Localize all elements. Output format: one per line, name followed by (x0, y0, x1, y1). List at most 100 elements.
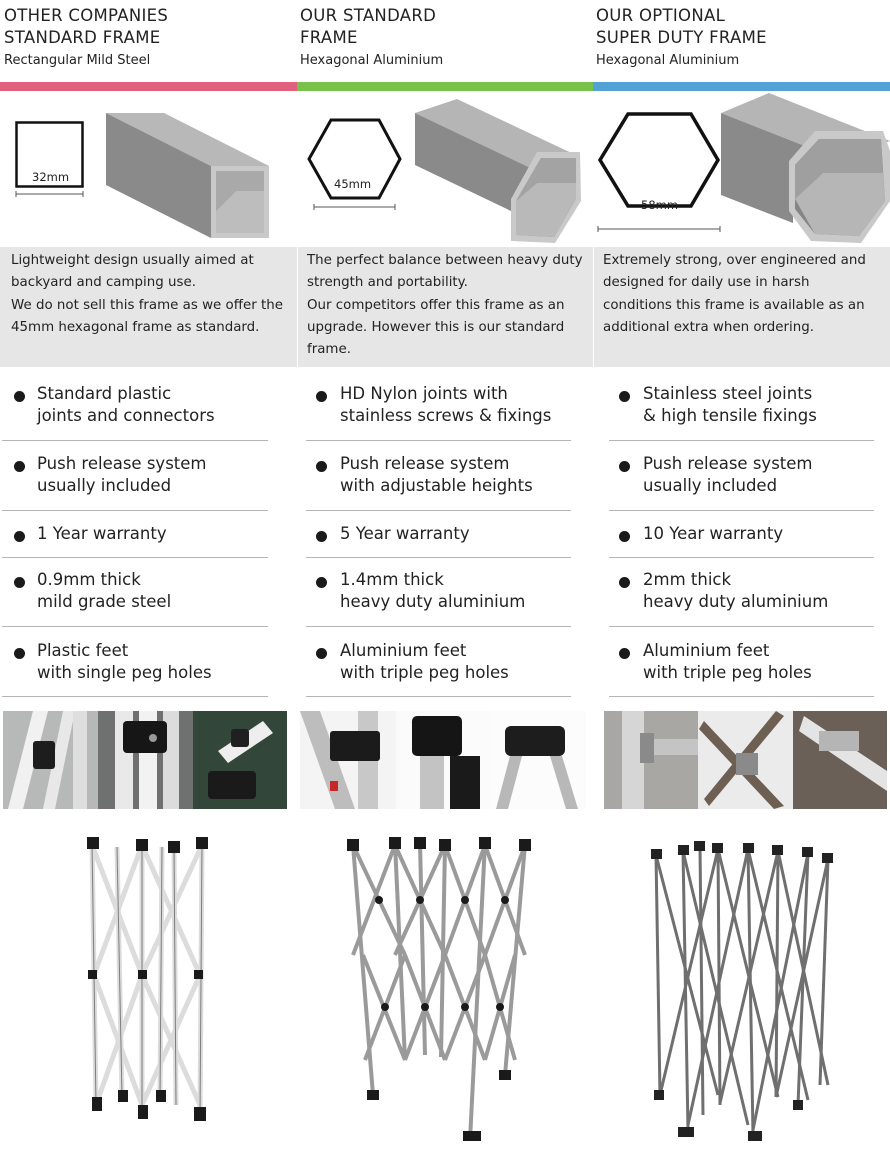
feature-text: 2mm thick heavy duty aluminium (643, 570, 829, 611)
divider (306, 626, 571, 627)
bullet-icon (14, 461, 25, 472)
steel-joints-photo (604, 711, 887, 809)
divider (306, 557, 571, 558)
feature-text: Push release system usually included (37, 454, 207, 495)
feature-item: 2mm thick heavy duty aluminium (593, 569, 890, 627)
feature-text: 0.9mm thick mild grade steel (37, 570, 172, 611)
column-title: OUR STANDARD FRAME (300, 6, 437, 47)
bullet-icon (316, 461, 327, 472)
panel-divider (297, 247, 298, 367)
description-text: Extremely strong, over engineered and de… (603, 253, 866, 335)
bullet-icon (619, 531, 630, 542)
bullet-icon (316, 391, 327, 402)
feature-item: Standard plastic joints and connectors (0, 383, 297, 441)
bullet-icon (14, 531, 25, 542)
bullet-icon (316, 577, 327, 588)
profile-diagram: 58mm (593, 91, 890, 247)
feature-item: Plastic feet with single peg holes (0, 640, 297, 698)
color-bar-green (297, 82, 593, 91)
feature-text: Push release system usually included (643, 454, 813, 495)
column-subtitle: Hexagonal Aluminium (300, 53, 444, 68)
feature-text: HD Nylon joints with stainless screws & … (340, 384, 552, 425)
color-bar-blue (593, 82, 890, 91)
feature-text: Aluminium feet with triple peg holes (340, 641, 509, 682)
divider (306, 440, 571, 441)
feature-text: Plastic feet with single peg holes (37, 641, 212, 682)
bullet-icon (619, 391, 630, 402)
column-other-companies: OTHER COMPANIES STANDARD FRAME Rectangul… (0, 0, 297, 1152)
nylon-joints-photo (300, 711, 586, 809)
feature-item: 5 Year warranty (297, 523, 593, 569)
dimension-label: 45mm (334, 177, 372, 191)
heavy-duty-frame-photo (648, 835, 833, 1145)
column-optional-super-duty: OUR OPTIONAL SUPER DUTY FRAME Hexagonal … (593, 0, 890, 1152)
feature-text: Push release system with adjustable heig… (340, 454, 533, 495)
feature-item: Push release system with adjustable heig… (297, 453, 593, 511)
description-panel: Lightweight design usually aimed at back… (0, 247, 297, 367)
column-title: OUR OPTIONAL SUPER DUTY FRAME (596, 6, 767, 47)
profile-diagram: 32mm (0, 91, 297, 247)
bullet-icon (316, 648, 327, 659)
feature-item: Push release system usually included (593, 453, 890, 511)
feature-item: 10 Year warranty (593, 523, 890, 569)
feature-item: 1 Year warranty (0, 523, 297, 569)
joint-photo-strip (604, 711, 887, 809)
feature-text: 10 Year warranty (643, 524, 784, 543)
hexagon-profile-diagram (307, 99, 581, 243)
feature-text: Stainless steel joints & high tensile fi… (643, 384, 817, 425)
divider (2, 557, 268, 558)
panel-divider (593, 247, 594, 367)
profile-diagram: 45mm (297, 91, 593, 247)
feature-item: Aluminium feet with triple peg holes (593, 640, 890, 698)
divider (609, 696, 874, 697)
divider (2, 696, 268, 697)
dimension-label: 58mm (641, 198, 679, 212)
feature-text: 1 Year warranty (37, 524, 167, 543)
bullet-icon (619, 577, 630, 588)
folded-frame-image (87, 837, 208, 1121)
divider (306, 510, 571, 511)
feature-item: Push release system usually included (0, 453, 297, 511)
description-text: Lightweight design usually aimed at back… (11, 253, 283, 335)
feature-item: 0.9mm thick mild grade steel (0, 569, 297, 627)
feature-text: Aluminium feet with triple peg holes (643, 641, 812, 682)
description-panel: The perfect balance between heavy duty s… (297, 247, 593, 367)
feature-text: 1.4mm thick heavy duty aluminium (340, 570, 526, 611)
divider (609, 510, 874, 511)
column-subtitle: Hexagonal Aluminium (596, 53, 740, 68)
column-our-standard: OUR STANDARD FRAME Hexagonal Aluminium 4… (297, 0, 593, 1152)
divider (2, 440, 268, 441)
joint-photo-strip (3, 711, 287, 809)
color-bar-pink (0, 82, 297, 91)
feature-item: Stainless steel joints & high tensile fi… (593, 383, 890, 441)
bullet-icon (619, 461, 630, 472)
feature-text: 5 Year warranty (340, 524, 470, 543)
square-profile-diagram (15, 113, 269, 238)
divider (609, 626, 874, 627)
plastic-joints-photo (3, 711, 287, 809)
large-hexagon-profile-diagram (597, 93, 890, 243)
column-title: OTHER COMPANIES STANDARD FRAME (4, 6, 169, 47)
feature-item: HD Nylon joints with stainless screws & … (297, 383, 593, 441)
silver-aluminium-frame-photo (345, 835, 535, 1145)
feature-item: Aluminium feet with triple peg holes (297, 640, 593, 698)
bullet-icon (14, 648, 25, 659)
bullet-icon (14, 391, 25, 402)
folded-frame-image (651, 841, 833, 1141)
divider (306, 696, 571, 697)
joint-photo-strip (300, 711, 586, 809)
column-subtitle: Rectangular Mild Steel (4, 53, 151, 68)
description-text: The perfect balance between heavy duty s… (307, 253, 583, 358)
feature-text: Standard plastic joints and connectors (37, 384, 215, 425)
bullet-icon (619, 648, 630, 659)
bullet-icon (14, 577, 25, 588)
folded-frame-image (347, 837, 531, 1141)
divider (2, 510, 268, 511)
description-panel: Extremely strong, over engineered and de… (593, 247, 890, 367)
white-steel-frame-photo (82, 835, 214, 1131)
divider (609, 557, 874, 558)
bullet-icon (316, 531, 327, 542)
feature-item: 1.4mm thick heavy duty aluminium (297, 569, 593, 627)
divider (2, 626, 268, 627)
divider (609, 440, 874, 441)
